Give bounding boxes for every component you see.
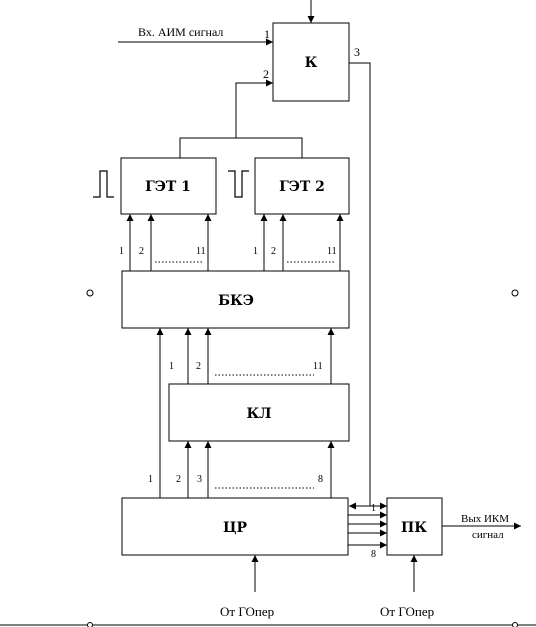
get1-pin-2: 2 bbox=[139, 246, 144, 257]
block-get1-label: ГЭТ 1 bbox=[145, 179, 191, 195]
k-out-to-pk-line bbox=[349, 62, 371, 510]
block-bke bbox=[121, 270, 350, 329]
get1-pin-11: 11 bbox=[196, 246, 206, 257]
block-k bbox=[272, 22, 350, 102]
block-cr-label: ЦР bbox=[223, 520, 248, 536]
block-k-label: К bbox=[305, 55, 318, 71]
k-pin-2: 2 bbox=[263, 67, 269, 81]
pk-pin-1: 1 bbox=[371, 503, 376, 514]
block-kl-label: КЛ bbox=[246, 406, 271, 422]
block-bke-label: БКЭ bbox=[218, 293, 254, 309]
get1-pin-1: 1 bbox=[119, 246, 124, 257]
k-pin-1: 1 bbox=[264, 27, 270, 41]
right-guide-marker bbox=[511, 289, 519, 297]
kl-pin-2: 2 bbox=[196, 361, 201, 372]
from-gen-left-label: От ГОпер bbox=[220, 604, 274, 619]
output-signal-label-line1: Вых ИКМ bbox=[461, 513, 509, 525]
block-get1 bbox=[120, 157, 217, 215]
kl-pin-1: 1 bbox=[169, 361, 174, 372]
block-get2 bbox=[254, 157, 350, 215]
get2-pin-2: 2 bbox=[271, 246, 276, 257]
get-combine-bus bbox=[179, 137, 303, 158]
cr-pin-2: 2 bbox=[176, 474, 181, 485]
pk-pin-8: 8 bbox=[371, 549, 376, 560]
get-to-k-line bbox=[235, 79, 273, 138]
pulse-negative-icon bbox=[228, 170, 249, 198]
block-pk-label: ПК bbox=[401, 520, 427, 536]
cr-pin-1: 1 bbox=[148, 474, 153, 485]
bottom-left-marker bbox=[87, 622, 93, 627]
kl-pin-11: 11 bbox=[313, 361, 323, 372]
from-gen-right-label: От ГОпер bbox=[380, 604, 434, 619]
bottom-right-marker bbox=[512, 622, 518, 627]
block-cr bbox=[121, 497, 349, 556]
cr-pin-8: 8 bbox=[318, 474, 323, 485]
left-guide-marker bbox=[86, 289, 94, 297]
input-signal-label: Вх. АИМ сигнал bbox=[138, 25, 223, 39]
get2-pin-11: 11 bbox=[327, 246, 337, 257]
cr-pin-3: 3 bbox=[197, 474, 202, 485]
pulse-positive-icon bbox=[93, 170, 114, 198]
k-pin-3: 3 bbox=[354, 45, 360, 59]
get2-pin-1: 1 bbox=[253, 246, 258, 257]
output-signal-label-line2: сигнал bbox=[472, 529, 504, 541]
block-get2-label: ГЭТ 2 bbox=[279, 179, 325, 195]
block-kl bbox=[168, 383, 350, 442]
